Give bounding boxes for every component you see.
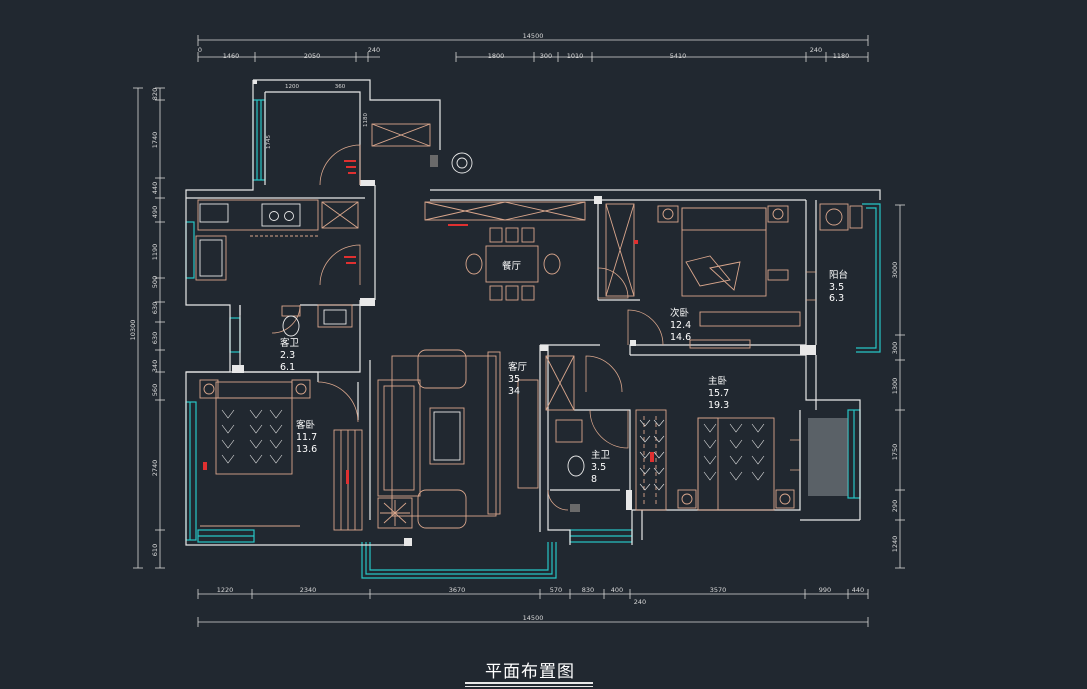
dim-left-9: 560 bbox=[151, 384, 159, 396]
bottom-dimensions bbox=[197, 589, 869, 627]
dim-right-2: 1300 bbox=[891, 378, 899, 395]
walls bbox=[185, 79, 881, 546]
stove-icon bbox=[261, 203, 301, 227]
room-master-area: 15.7 bbox=[708, 388, 729, 399]
dim-inner-3: 1745 bbox=[266, 135, 272, 149]
bed-second-bedroom bbox=[681, 207, 767, 297]
left-dimensions bbox=[133, 87, 165, 569]
dim-bottom-8: 990 bbox=[819, 586, 831, 594]
dining-table bbox=[485, 245, 539, 283]
coffee-table bbox=[429, 407, 465, 465]
dim-inner-0: 1200 bbox=[285, 84, 299, 90]
room-second-bedroom-area: 12.4 bbox=[670, 320, 691, 331]
dim-right-0: 3000 bbox=[891, 262, 899, 279]
dim-right-4: 290 bbox=[891, 500, 899, 512]
dim-left-total: 10300 bbox=[129, 320, 137, 341]
dim-left-11: 610 bbox=[151, 544, 159, 556]
room-living-area: 35 bbox=[508, 374, 520, 385]
dim-left-5: 500 bbox=[151, 276, 159, 288]
dim-bottom-total: 14500 bbox=[523, 614, 544, 622]
dim-bottom-3: 570 bbox=[550, 586, 562, 594]
dim-left-2: 440 bbox=[151, 182, 159, 194]
dim-right-3: 1750 bbox=[891, 444, 899, 461]
dim-left-6: 630 bbox=[151, 302, 159, 314]
dim-bottom-2: 3670 bbox=[449, 586, 466, 594]
dim-left-4: 1190 bbox=[151, 244, 159, 261]
dim-top-9: 1180 bbox=[833, 52, 850, 60]
room-balcony-area: 3.5 bbox=[829, 282, 844, 293]
toilet-icon bbox=[282, 315, 300, 337]
room-guest-bath-area2: 6.1 bbox=[280, 362, 295, 373]
sofa bbox=[377, 379, 421, 497]
top-dimension-labels: 14500 0 1460 2050 240 1800 300 1010 5410… bbox=[198, 32, 849, 60]
sink-icon bbox=[199, 203, 229, 223]
dim-top-2: 2050 bbox=[304, 52, 321, 60]
dim-left-8: 340 bbox=[151, 360, 159, 372]
room-second-bedroom-name: 次卧 bbox=[670, 307, 690, 319]
stove-burner-2 bbox=[284, 211, 294, 221]
room-living-area2: 34 bbox=[508, 386, 520, 397]
room-master-bath-area2: 8 bbox=[591, 474, 597, 485]
dim-right-1: 300 bbox=[891, 342, 899, 354]
dim-left-3: 490 bbox=[151, 206, 159, 218]
dim-inner-2: 1180 bbox=[363, 113, 369, 127]
red-annotations bbox=[203, 160, 654, 484]
dim-top-0: 0 bbox=[198, 46, 202, 54]
right-dimensions bbox=[895, 204, 905, 569]
right-dimension-labels: 3000 300 1300 1750 290 1240 bbox=[891, 262, 899, 553]
bottom-dimension-labels: 1220 2340 3670 570 830 400 240 3570 990 … bbox=[217, 586, 864, 622]
room-dining-name: 餐厅 bbox=[502, 260, 522, 272]
room-master-bath-area: 3.5 bbox=[591, 462, 606, 473]
dim-left-10: 2740 bbox=[151, 460, 159, 477]
drawing-title: 平面布置图 bbox=[485, 662, 575, 682]
dim-bottom-7: 3570 bbox=[710, 586, 727, 594]
title-underline bbox=[465, 682, 593, 684]
doors bbox=[271, 144, 816, 511]
dim-bottom-9: 440 bbox=[852, 586, 864, 594]
dim-bottom-4: 830 bbox=[582, 586, 594, 594]
title-underline-thin bbox=[465, 686, 593, 687]
plant-icon bbox=[451, 152, 473, 174]
room-guest-bath-area: 2.3 bbox=[280, 350, 295, 361]
dim-left-0: 820 bbox=[151, 88, 159, 100]
room-living-name: 客厅 bbox=[508, 361, 528, 373]
dim-top-4: 1800 bbox=[488, 52, 505, 60]
dim-top-total: 14500 bbox=[523, 32, 544, 40]
dim-inner-1: 360 bbox=[335, 84, 346, 90]
bed-patterns bbox=[221, 409, 765, 491]
room-guest-bath-name: 客卫 bbox=[280, 337, 300, 349]
room-guest-bedroom-area2: 13.6 bbox=[296, 444, 317, 455]
dim-bottom-6: 240 bbox=[634, 598, 646, 606]
dim-bottom-5: 400 bbox=[611, 586, 623, 594]
room-guest-bedroom-name: 客卧 bbox=[296, 419, 316, 431]
wall-fills bbox=[232, 80, 816, 546]
room-second-bedroom-area2: 14.6 bbox=[670, 332, 691, 343]
room-balcony-name: 阳台 bbox=[829, 269, 848, 281]
left-dimension-labels: 10300 820 1740 440 490 1190 500 630 630 … bbox=[129, 88, 159, 556]
dim-top-5: 300 bbox=[540, 52, 552, 60]
dim-left-7: 630 bbox=[151, 332, 159, 344]
room-balcony-area2: 6.3 bbox=[829, 293, 844, 304]
room-master-name: 主卧 bbox=[708, 375, 728, 387]
dim-top-6: 1010 bbox=[567, 52, 584, 60]
balcony-planter bbox=[808, 418, 848, 496]
inner-dimensions: 1200 360 1180 1745 bbox=[266, 84, 369, 149]
kitchen-counter bbox=[197, 199, 319, 231]
stove-burner-1 bbox=[269, 211, 279, 221]
dim-top-8: 240 bbox=[810, 46, 822, 54]
dim-top-7: 5410 bbox=[670, 52, 687, 60]
furniture bbox=[195, 123, 863, 531]
dim-left-1: 1740 bbox=[151, 132, 159, 149]
dim-right-5: 1240 bbox=[891, 536, 899, 553]
dim-top-3: 240 bbox=[368, 46, 380, 54]
dim-bottom-1: 2340 bbox=[300, 586, 317, 594]
top-dimensions bbox=[197, 35, 869, 62]
room-labels: 餐厅 次卧 12.4 14.6 阳台 3.5 6.3 客厅 35 34 客卫 2… bbox=[280, 260, 848, 485]
dim-bottom-0: 1220 bbox=[217, 586, 234, 594]
room-guest-bedroom-area: 11.7 bbox=[296, 432, 317, 443]
room-master-bath-name: 主卫 bbox=[591, 449, 611, 461]
room-master-area2: 19.3 bbox=[708, 400, 729, 411]
dim-top-1: 1460 bbox=[223, 52, 240, 60]
